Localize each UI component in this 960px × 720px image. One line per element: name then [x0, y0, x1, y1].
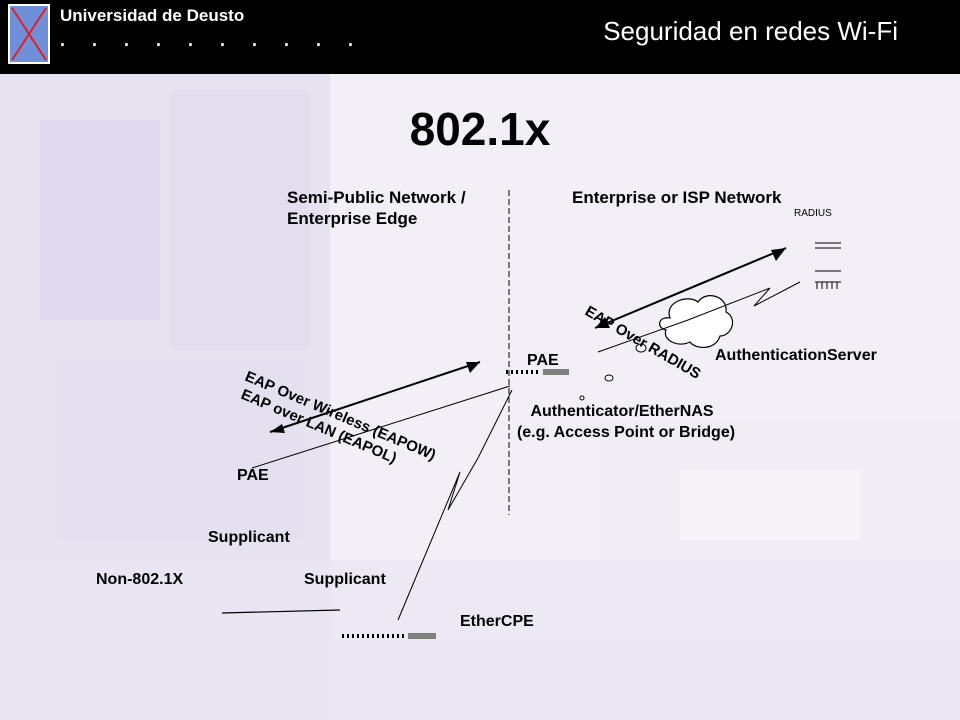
authenticator-label-line2: (e.g. Access Point or Bridge)	[517, 424, 735, 441]
wireless-supplicant-label: Supplicant	[208, 529, 290, 546]
authentication-server-label: AuthenticationServer	[715, 347, 877, 364]
zone-left-line1: Semi-Public Network /	[287, 188, 466, 207]
cloud-icon	[659, 295, 734, 348]
eapow-eapol-arrowhead-b	[270, 424, 285, 433]
eap-over-radius-arrow	[594, 247, 787, 329]
bubble-3	[579, 395, 585, 401]
eap-over-radius-arrowhead-b	[595, 317, 610, 328]
ethercpe-label: EtherCPE	[460, 613, 534, 630]
zone-left-line2: Enterprise Edge	[287, 209, 417, 228]
supplicant-pae-label: PAE	[237, 467, 269, 484]
slide-title: 802.1x	[410, 103, 551, 155]
authenticator-label-line1: Authenticator/EtherNAS	[530, 403, 713, 420]
university-logo	[8, 4, 50, 64]
zone-right: Enterprise or ISP Network	[572, 188, 782, 207]
radius-server-icon	[815, 242, 841, 289]
radius-lightning-link	[597, 281, 801, 353]
non-8021x-label: Non-802.1X	[96, 571, 183, 588]
wired-supplicant-label: Supplicant	[304, 571, 386, 588]
authenticator-device-icon	[543, 369, 569, 375]
course-title: Seguridad en redes Wi-Fi	[603, 16, 898, 46]
eap-over-radius-arrowhead-a	[771, 248, 786, 261]
bubble-2	[604, 374, 614, 382]
radius-caption: RADIUS	[794, 208, 832, 219]
eapow-eapol-arrow	[269, 361, 481, 433]
eapow-label: EAP Over Wireless (EAPOW)	[242, 368, 438, 464]
bubble-1	[635, 343, 647, 353]
slide-header: Universidad de Deusto . . . . . . . . . …	[0, 0, 960, 74]
eapow-eapol-arrowhead-a	[466, 362, 480, 373]
lan-segment-line	[221, 609, 341, 614]
ethercpe-device-icon	[408, 633, 436, 639]
header-dots: . . . . . . . . . .	[60, 30, 365, 50]
institution-name: Universidad de Deusto	[60, 6, 245, 25]
wired-lightning-link	[397, 389, 513, 621]
wireless-link-line	[251, 385, 511, 469]
authenticator-pae-label: PAE	[527, 352, 559, 369]
